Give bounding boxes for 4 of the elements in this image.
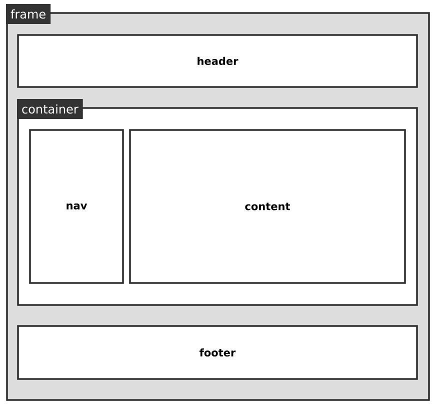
layout-box: footer [17, 325, 418, 380]
layout-box: nav [29, 129, 124, 284]
layout-box: content [129, 129, 406, 284]
layout-box: header [17, 34, 418, 88]
